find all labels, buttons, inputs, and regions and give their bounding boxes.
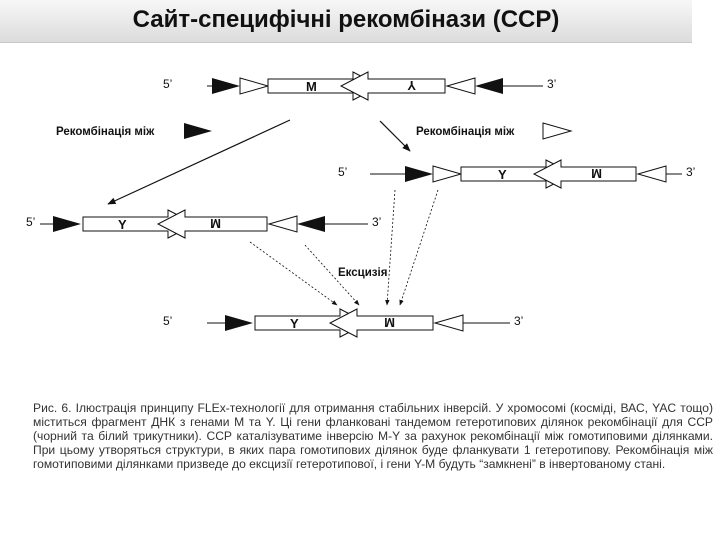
gene-m-label: M <box>210 216 221 231</box>
construct-left-intermediate: 5’ Y M 3’ <box>26 209 381 239</box>
title-bar: Сайт-специфічні рекомбінази (ССР) <box>0 0 692 43</box>
five-prime-label: 5’ <box>163 314 172 328</box>
construct-right-intermediate: 5’ Y M 3’ <box>338 159 695 189</box>
gene-m-label: M <box>384 315 395 330</box>
gene-m-label: M <box>591 166 602 181</box>
construct-final: 5’ Y M 3’ <box>163 308 523 338</box>
recombination-white-label: Рекомбінація між <box>416 122 573 140</box>
gene-y-arrow <box>339 71 446 101</box>
gene-m-arrow <box>532 159 637 189</box>
excision-label: Ексцизія <box>338 267 387 279</box>
gene-m-label: M <box>306 79 317 94</box>
gene-y-label: Y <box>118 217 127 232</box>
dashed-arrow <box>249 241 338 306</box>
reaction-arrow-left <box>107 119 291 205</box>
black-site-triangle <box>212 78 240 94</box>
white-site-triangle <box>433 314 464 332</box>
three-prime-label: 3’ <box>686 165 695 179</box>
black-site-triangle <box>405 166 433 182</box>
white-site-triangle <box>445 77 476 95</box>
three-prime-label: 3’ <box>547 77 556 91</box>
black-site-triangle <box>53 216 81 232</box>
white-site-triangle <box>432 165 463 183</box>
white-site-triangle <box>542 122 573 140</box>
construct-initial: 5’ M Y 3’ <box>163 71 556 101</box>
dashed-arrow <box>399 189 439 306</box>
white-site-triangle <box>267 215 298 233</box>
excision-arrows <box>249 189 439 306</box>
three-prime-label: 3’ <box>372 215 381 229</box>
black-site-triangle <box>297 216 325 232</box>
five-prime-label: 5’ <box>338 165 347 179</box>
figure-caption: Рис. 6. Ілюстрація принципу FLEx-техноло… <box>33 401 713 471</box>
dashed-arrow <box>385 189 396 306</box>
gene-m-arrow <box>156 209 268 239</box>
recomb-black-text: Рекомбінація між <box>56 126 155 138</box>
gene-y-label: Y <box>290 316 299 331</box>
slide-title: Сайт-специфічні рекомбінази (ССР) <box>132 6 560 33</box>
white-site-triangle <box>239 77 270 95</box>
black-site-triangle <box>225 315 253 331</box>
recomb-white-text: Рекомбінація між <box>416 126 515 138</box>
gene-m-arrow <box>328 308 434 338</box>
five-prime-label: 5’ <box>163 77 172 91</box>
gene-y-label: Y <box>498 167 507 182</box>
white-site-triangle <box>636 165 667 183</box>
gene-y-label: Y <box>407 78 416 93</box>
black-site-triangle <box>475 78 503 94</box>
five-prime-label: 5’ <box>26 215 35 229</box>
reaction-arrow-right <box>379 120 411 152</box>
recombination-black-label: Рекомбінація між <box>56 123 212 139</box>
dashed-arrow <box>304 244 360 306</box>
black-site-triangle <box>184 123 212 139</box>
three-prime-label: 3’ <box>514 314 523 328</box>
flex-diagram: 5’ M Y 3’ Рекомбінація між Рекомбінація … <box>26 71 695 338</box>
